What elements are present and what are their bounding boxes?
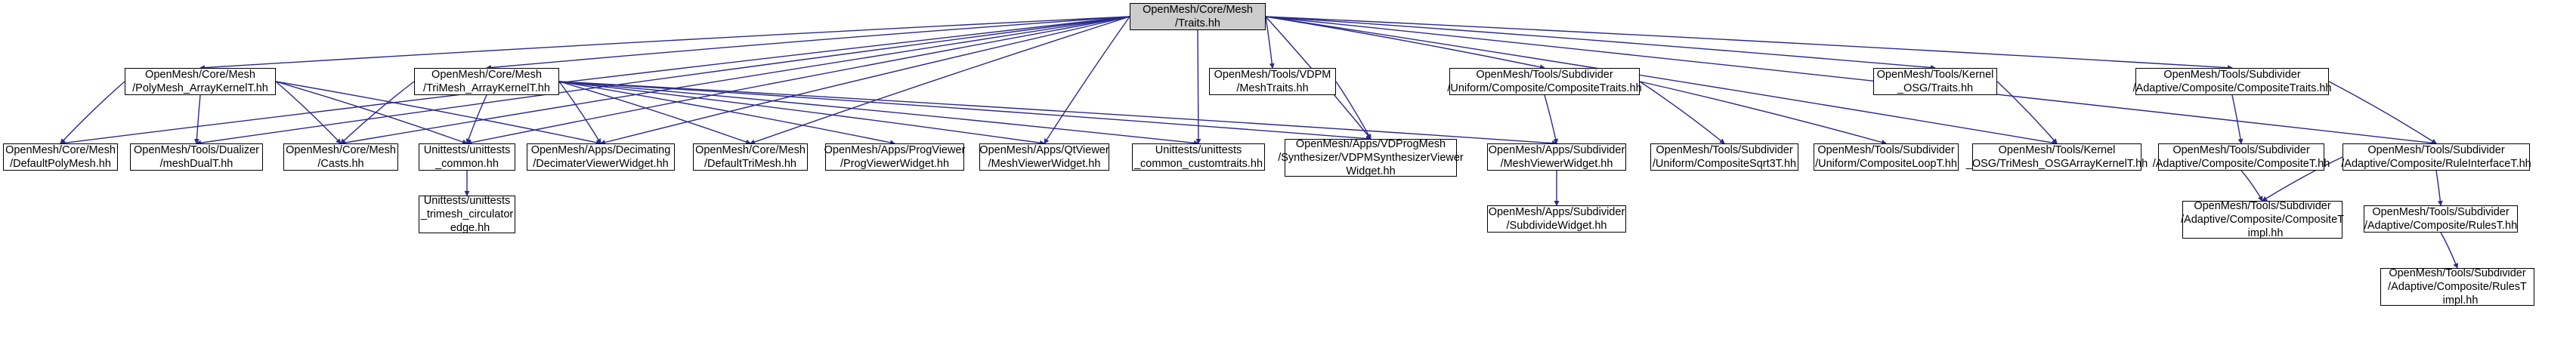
graph-edge (2231, 94, 2244, 144)
graph-node[interactable]: OpenMesh/Tools/Subdivider /Uniform/Compo… (1447, 68, 1642, 95)
graph-edge (1265, 16, 1275, 69)
graph-node[interactable]: OpenMesh/Core/Mesh /TriMesh_ArrayKernelT… (414, 68, 559, 95)
graph-edge (1639, 81, 1887, 145)
graph-node[interactable]: OpenMesh/Tools/Kernel _OSG/TriMesh_OSGAr… (1965, 143, 2148, 171)
graph-edge (558, 81, 1557, 146)
graph-edge (558, 81, 895, 146)
graph-edge (199, 16, 1130, 71)
graph-edge (60, 81, 125, 144)
graph-node[interactable]: OpenMesh/Tools/Subdivider /Adaptive/Comp… (2341, 143, 2531, 171)
graph-node[interactable]: OpenMesh/Tools/Subdivider /Adaptive/Comp… (2152, 143, 2330, 171)
graph-node[interactable]: OpenMesh/Tools/VDPM /MeshTraits.hh (1209, 68, 1336, 95)
graph-edge (193, 94, 201, 144)
graph-edge (465, 94, 487, 144)
graph-node[interactable]: Unittests/unittests _trimesh_circulator … (419, 195, 515, 234)
graph-edge (1639, 81, 1725, 144)
graph-node[interactable]: OpenMesh/Apps/Decimating /DecimaterViewe… (527, 143, 675, 171)
graph-edge (1265, 16, 2233, 71)
graph-node[interactable]: OpenMesh/Tools/Kernel _OSG/Traits.hh (1873, 68, 1997, 95)
graph-node[interactable]: Unittests/unittests _common_customtraits… (1132, 143, 1265, 171)
graph-node-root[interactable]: OpenMesh/Core/Mesh /Traits.hh (1130, 3, 1266, 30)
graph-edge (558, 81, 751, 145)
graph-node[interactable]: OpenMesh/Tools/Subdivider /Uniform/Compo… (1650, 143, 1798, 171)
graph-node[interactable]: OpenMesh/Core/Mesh /Casts.hh (283, 143, 398, 171)
graph-edge (2440, 232, 2459, 269)
graph-node[interactable]: OpenMesh/Tools/Subdivider /Adaptive/Comp… (2181, 200, 2344, 239)
graph-edge (1265, 16, 1936, 70)
graph-node[interactable]: OpenMesh/Apps/Subdivider /SubdivideWidge… (1487, 205, 1626, 233)
graph-edge (1044, 16, 1130, 144)
graph-edge (196, 16, 1130, 146)
graph-node[interactable]: OpenMesh/Tools/Dualizer /meshDualT.hh (130, 143, 263, 171)
graph-node[interactable]: Unittests/unittests _common.hh (419, 143, 515, 171)
graph-node[interactable]: OpenMesh/Apps/VDProgMesh /Synthesizer/VD… (1278, 138, 1464, 177)
graph-edge (600, 16, 1130, 145)
graph-edge (1544, 94, 1559, 144)
graph-node[interactable]: OpenMesh/Tools/Subdivider /Adaptive/Comp… (2132, 68, 2332, 95)
graph-edge (1335, 81, 1371, 140)
graph-edge (750, 16, 1130, 145)
graph-edge (2435, 170, 2443, 206)
graph-edge (466, 16, 1130, 146)
graph-node[interactable]: OpenMesh/Core/Mesh /PolyMesh_ArrayKernel… (125, 68, 276, 95)
graph-edge (558, 81, 601, 144)
graph-node[interactable]: OpenMesh/Tools/Subdivider /Adaptive/Comp… (2380, 267, 2534, 307)
graph-edge (558, 81, 1199, 146)
graph-node[interactable]: OpenMesh/Core/Mesh /DefaultTriMesh.hh (693, 143, 808, 171)
graph-node[interactable]: OpenMesh/Apps/QtViewer /MeshViewerWidget… (979, 143, 1109, 171)
graph-edge (1996, 81, 2058, 144)
graph-edge (1265, 16, 1545, 70)
graph-node[interactable]: OpenMesh/Tools/Subdivider /Uniform/Compo… (1814, 143, 1959, 171)
graph-edge (2240, 170, 2263, 202)
graph-edge (340, 81, 415, 144)
graph-node[interactable]: OpenMesh/Tools/Subdivider /Adaptive/Comp… (2364, 205, 2518, 233)
graph-edge (486, 16, 1130, 70)
graph-node[interactable]: OpenMesh/Apps/Subdivider /MeshViewerWidg… (1487, 143, 1626, 171)
graph-edge (275, 81, 342, 144)
graph-node[interactable]: OpenMesh/Core/Mesh /DefaultPolyMesh.hh (3, 143, 118, 171)
graph-edge (558, 81, 1045, 146)
graph-node[interactable]: OpenMesh/Apps/ProgViewer /ProgViewerWidg… (824, 143, 966, 171)
graph-edge (2328, 81, 2437, 144)
